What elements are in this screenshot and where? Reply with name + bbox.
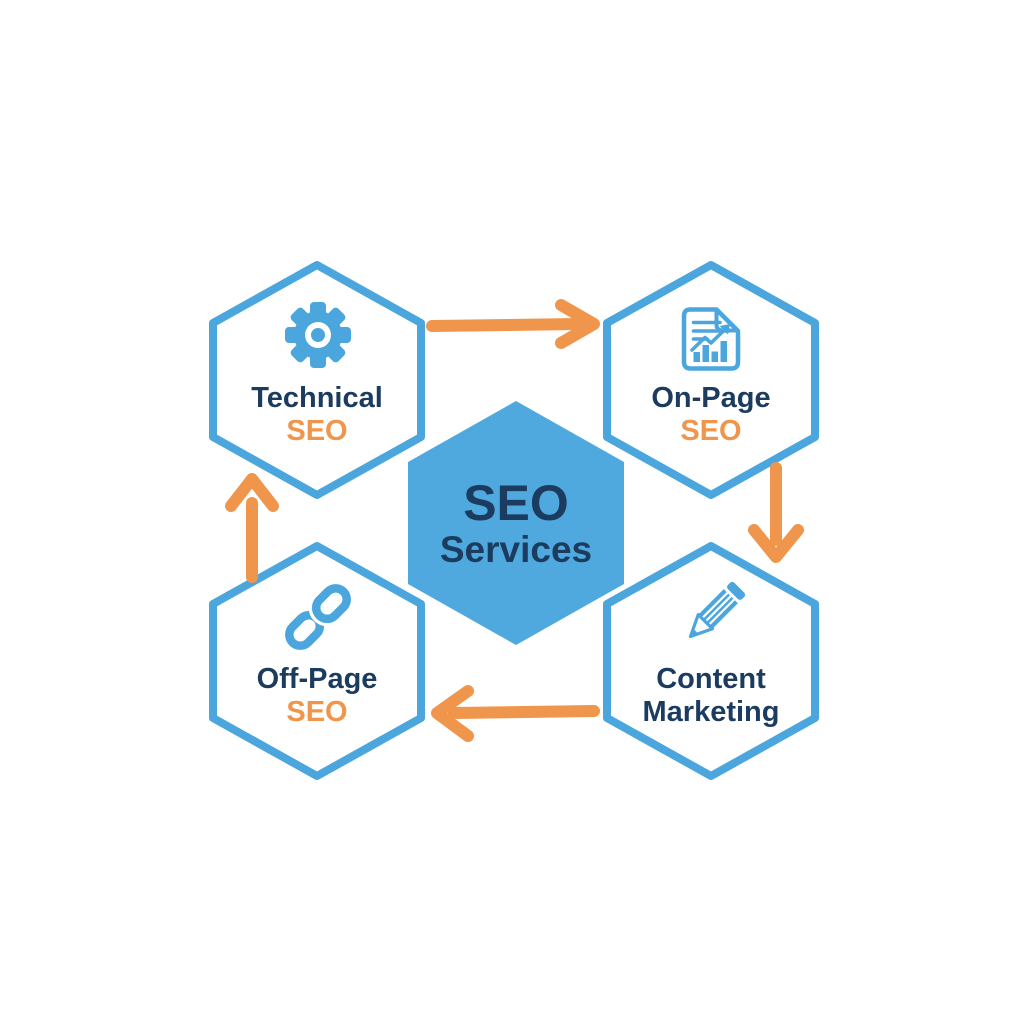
arrow-up (225, 473, 279, 583)
chain-link-icon (285, 580, 355, 650)
technical-seo-label: Technical (251, 382, 383, 414)
content-marketing-label: Content (656, 663, 766, 695)
off-page-seo-sublabel: SEO (286, 696, 347, 728)
on-page-seo-hexagon-shape (603, 261, 819, 499)
technical-seo-sublabel: SEO (286, 415, 347, 447)
hexagon-technical-seo: Technical SEO (209, 261, 425, 499)
hexagon-off-page-seo: Off-Page SEO (209, 542, 425, 780)
hexagon-on-page-seo: On-Page SEO (603, 261, 819, 499)
arrow-left (431, 685, 600, 742)
content-marketing-sublabel: Marketing (643, 696, 780, 728)
technical-seo-hexagon-shape (209, 261, 425, 499)
center-subtitle: Services (440, 529, 592, 570)
center-hexagon-shape (408, 401, 624, 645)
arrow-right (426, 299, 600, 349)
content-marketing-hexagon-shape (603, 542, 819, 780)
on-page-seo-label: On-Page (651, 382, 770, 414)
center-hexagon: SEO Services (408, 401, 624, 645)
center-title: SEO (463, 475, 569, 531)
pencil-icon (688, 581, 746, 639)
hexagon-content-marketing: Content Marketing (603, 542, 819, 780)
arrow-down (748, 462, 804, 563)
gear-icon (285, 302, 351, 368)
on-page-seo-sublabel: SEO (680, 415, 741, 447)
off-page-seo-hexagon-shape (209, 542, 425, 780)
off-page-seo-label: Off-Page (257, 663, 378, 695)
document-analytics-icon (681, 307, 741, 371)
